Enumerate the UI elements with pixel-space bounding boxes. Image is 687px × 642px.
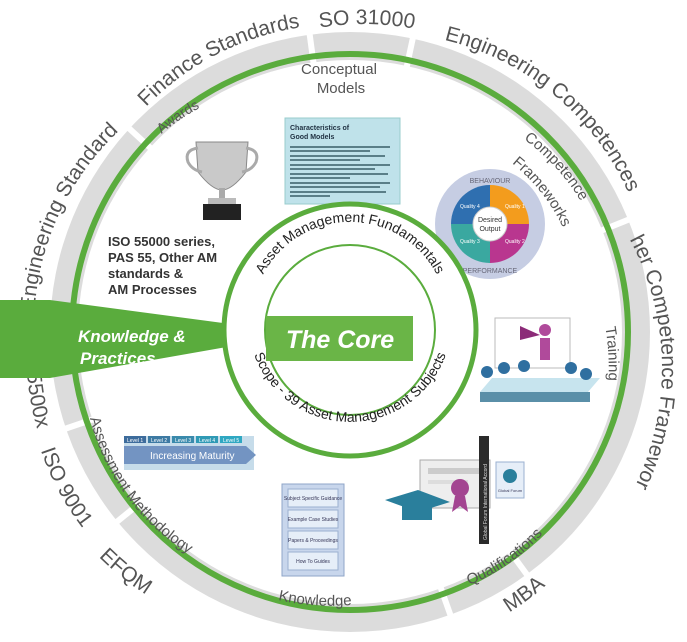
global-forum-logo: Global Forum	[498, 488, 523, 493]
tab-line-1: Knowledge &	[78, 327, 186, 346]
wheel-q2: Quality 2	[505, 239, 525, 245]
rosette-icon	[451, 479, 469, 497]
trophy-icon	[185, 141, 259, 220]
graduation-cap-icon	[385, 490, 450, 512]
core-box	[266, 316, 413, 361]
models-card-title-1: Characteristics of	[290, 125, 350, 132]
level-1: Level 1	[127, 438, 143, 444]
level-3: Level 3	[175, 438, 191, 444]
segment-iso-31000: ISO 31000	[0, 0, 417, 34]
globe-icon	[503, 469, 517, 483]
wheel-center-1: Desired	[478, 217, 502, 224]
standards-line-1: ISO 55000 series,	[108, 234, 215, 249]
level-2: Level 2	[151, 438, 167, 444]
level-4: Level 4	[199, 438, 215, 444]
wheel-q3: Quality 3	[460, 239, 480, 245]
maturity-label: Increasing Maturity	[150, 451, 234, 462]
accord-banner-text: Global Forum International Accord	[483, 464, 489, 540]
stack-item-1: Subject Specific Guidance	[284, 496, 343, 502]
stack-item-4: How To Guides	[296, 559, 330, 565]
wheel-q4: Quality 4	[460, 204, 480, 210]
standards-line-4: AM Processes	[108, 282, 197, 297]
stack-item-2: Example Case Studies	[288, 517, 339, 523]
standards-line-3: standards &	[108, 266, 183, 281]
standards-line-2: PAS 55, Other AM	[108, 250, 217, 265]
wheel-q1: Quality 1	[505, 204, 525, 210]
knowledge-practices-tab	[0, 300, 238, 378]
models-card-title-2: Good Models	[290, 134, 334, 141]
core-title: The Core	[286, 326, 394, 354]
knowledge-stack: Subject Specific Guidance Example Case S…	[281, 483, 345, 577]
models-label: Models	[317, 80, 365, 97]
models-card: Characteristics of Good Models	[284, 117, 401, 205]
conceptual-label: Conceptual	[301, 61, 377, 78]
wheel-bottom-label: PERFORMANCE	[463, 268, 518, 275]
meeting-icon	[480, 317, 600, 402]
accord-banner	[479, 436, 489, 544]
wheel-top-label: BEHAVIOUR	[470, 178, 511, 185]
tab-line-2: Practices	[80, 349, 156, 368]
qualifications-icons: Global Forum International Accord Global…	[385, 436, 525, 544]
training-label: Training	[601, 325, 621, 381]
maturity-bar: Level 1 Level 2 Level 3 Level 4 Level 5 …	[124, 436, 256, 470]
level-5: Level 5	[223, 438, 239, 444]
wheel-center-2: Output	[479, 226, 500, 233]
competence-wheel: BEHAVIOUR PERFORMANCE Desired Output Qua…	[435, 169, 545, 279]
stack-item-3: Papers & Proceedings	[288, 538, 338, 544]
